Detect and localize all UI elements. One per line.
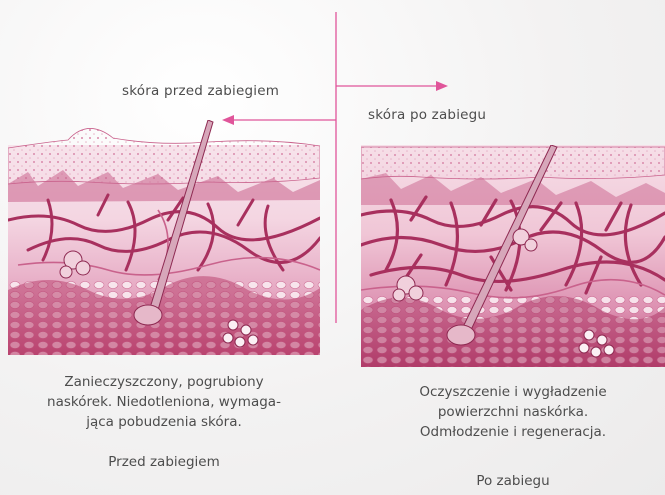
caption-after-line-3: Odmłodzenie i regeneracja. <box>361 422 665 442</box>
arrow-right-head <box>436 81 448 91</box>
caption-after-line-1: Oczyszczenie i wygładzenie <box>361 382 665 402</box>
caption-after-line-2: powierzchni naskórka. <box>361 402 665 422</box>
caption-before-line-1: Zanieczyszczony, pogrubiony <box>8 372 320 392</box>
caption-before: Zanieczyszczony, pogrubiony naskórek. Ni… <box>8 372 320 432</box>
subtitle-before: Przed zabiegiem <box>8 454 320 470</box>
label-before-skin: skóra przed zabiegiem <box>122 83 279 99</box>
skin-illustration-before <box>8 120 320 355</box>
caption-before-line-3: jąca pobudzenia skóra. <box>8 412 320 432</box>
label-after-skin: skóra po zabiegu <box>368 107 486 123</box>
caption-after: Oczyszczenie i wygładzenie powierzchni n… <box>361 382 665 442</box>
caption-before-line-2: naskórek. Niedotleniona, wymaga- <box>8 392 320 412</box>
subtitle-after: Po zabiegu <box>361 473 665 489</box>
skin-illustration-after <box>361 145 665 367</box>
